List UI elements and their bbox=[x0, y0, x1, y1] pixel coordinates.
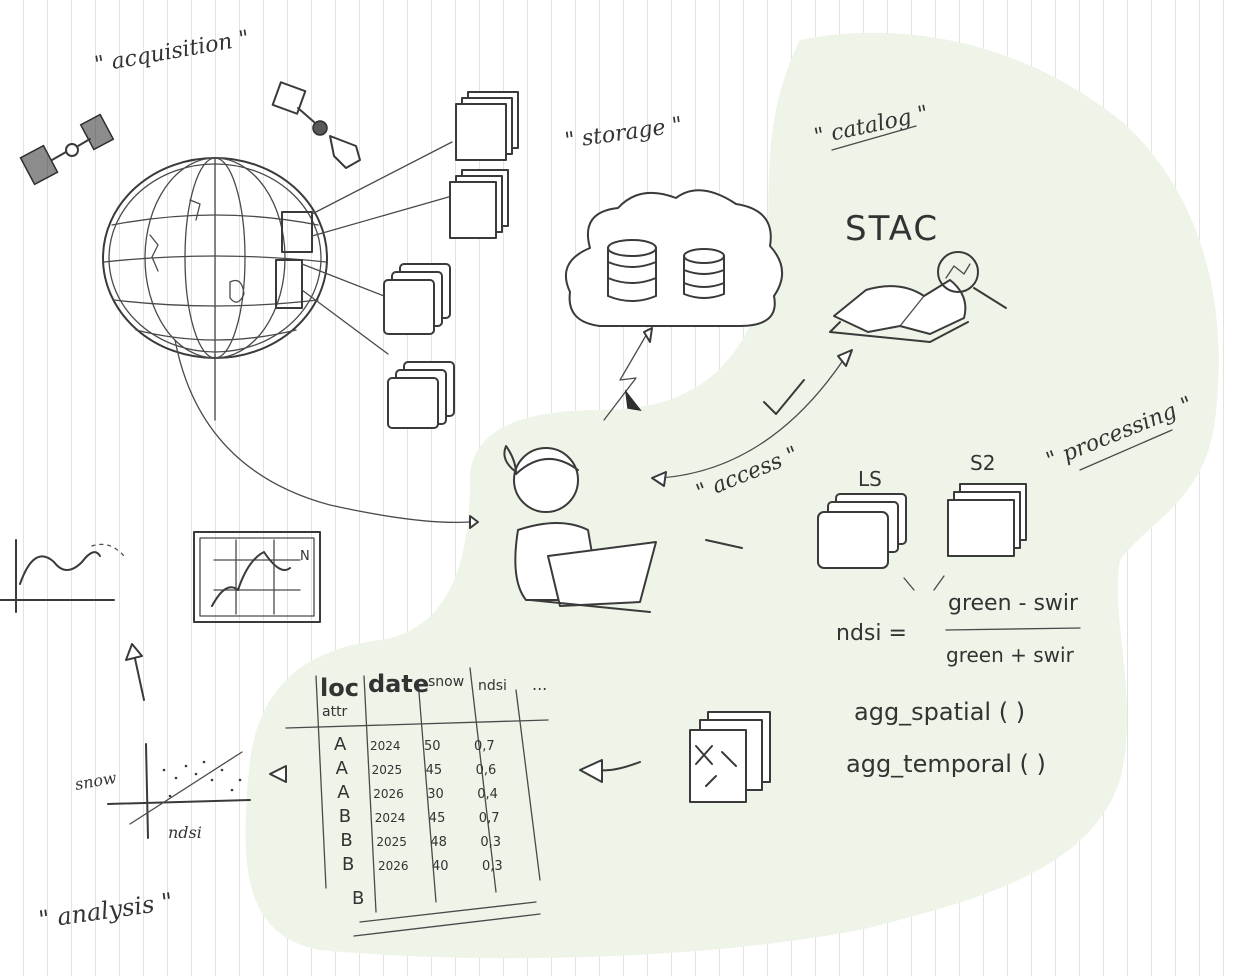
database-icon bbox=[683, 248, 725, 299]
table-cell: 2026 bbox=[378, 859, 409, 873]
table-cell: B bbox=[340, 830, 352, 851]
database-icon bbox=[607, 239, 657, 302]
table-header-snow: snow bbox=[428, 674, 464, 690]
scatter-point bbox=[230, 788, 234, 792]
table-cell: 0,7 bbox=[474, 739, 495, 754]
magnifier-icon bbox=[937, 251, 1007, 309]
table-header-more: ... bbox=[532, 675, 547, 694]
table-cell: 45 bbox=[426, 763, 443, 778]
table-cell: 48 bbox=[430, 835, 447, 850]
table-cell: 0,3 bbox=[482, 859, 503, 874]
scatter-point bbox=[220, 768, 224, 772]
table-cell: A bbox=[336, 758, 349, 779]
map-north-label: N bbox=[300, 549, 310, 564]
table-header-loc: loc bbox=[320, 674, 359, 702]
scatter-point bbox=[202, 760, 206, 764]
table-cell: A bbox=[337, 782, 350, 803]
table-cell: 2025 bbox=[372, 763, 403, 777]
table-cell: 50 bbox=[424, 739, 441, 754]
globe-icon bbox=[102, 157, 479, 529]
table-extra-row-loc: B bbox=[352, 888, 364, 909]
result-table bbox=[285, 667, 549, 937]
stac-title: STAC bbox=[845, 209, 939, 249]
file-stack-2 bbox=[449, 169, 509, 239]
file-stack-3 bbox=[383, 263, 451, 335]
collection-ls-label: LS bbox=[858, 467, 882, 491]
scatter-xlabel: ndsi bbox=[168, 823, 202, 842]
person-laptop-icon bbox=[503, 445, 657, 613]
table-cell: 0,6 bbox=[476, 763, 497, 778]
function-agg-temporal: agg_temporal ( ) bbox=[846, 750, 1046, 778]
satellite-icon bbox=[271, 81, 361, 169]
scatter-ylabel: snow bbox=[73, 768, 118, 794]
up-arrow bbox=[133, 653, 145, 701]
scatter-point bbox=[210, 778, 214, 782]
file-stack-1 bbox=[455, 91, 519, 161]
scatter-point bbox=[194, 772, 198, 776]
collection-ls-stack bbox=[817, 493, 907, 569]
table-cell: 0,7 bbox=[479, 811, 500, 826]
table-header-attr: attr bbox=[322, 704, 348, 720]
table-cell: 0,3 bbox=[480, 835, 501, 850]
satellite-icon bbox=[19, 113, 115, 186]
transfer-arrow bbox=[603, 331, 649, 421]
file-stack-4 bbox=[387, 361, 455, 429]
table-cell: 45 bbox=[429, 811, 446, 826]
ndsi-numerator: green - swir bbox=[948, 591, 1079, 616]
ndsi-lhs: ndsi = bbox=[836, 621, 907, 646]
table-cell: 2026 bbox=[373, 787, 404, 801]
scatter-point bbox=[174, 776, 178, 780]
scatter-point bbox=[168, 794, 172, 798]
scatter-point bbox=[238, 778, 242, 782]
checkmark-icon bbox=[763, 379, 805, 415]
label-analysis: " analysis " bbox=[37, 887, 175, 934]
table-header-date: date bbox=[368, 670, 429, 698]
table-cell: 2024 bbox=[375, 811, 406, 825]
processed-files bbox=[689, 711, 771, 803]
access-arrow bbox=[659, 355, 847, 479]
scatter-point bbox=[184, 764, 188, 768]
map-sketch: N bbox=[193, 531, 321, 623]
table-cell: 0,4 bbox=[477, 787, 498, 802]
table-cell: 30 bbox=[427, 787, 444, 802]
table-cell: 40 bbox=[432, 859, 449, 874]
table-header-ndsi: ndsi bbox=[478, 678, 507, 694]
line-chart-sketch bbox=[0, 539, 125, 613]
label-acquisition: " acquisition " bbox=[93, 26, 252, 78]
table-cell: B bbox=[339, 806, 351, 827]
collection-s2-label: S2 bbox=[970, 451, 995, 475]
book-icon bbox=[829, 279, 969, 343]
ndsi-denominator: green + swir bbox=[946, 643, 1075, 667]
table-cell: 2025 bbox=[376, 835, 407, 849]
collection-s2-stack bbox=[947, 483, 1027, 557]
table-cell: A bbox=[334, 734, 347, 755]
label-storage: " storage " bbox=[563, 113, 684, 154]
cloud-storage-icon bbox=[565, 189, 783, 327]
function-agg-spatial: agg_spatial ( ) bbox=[854, 698, 1025, 726]
scatter-plot-sketch bbox=[107, 743, 251, 839]
table-cell: B bbox=[342, 854, 354, 875]
scatter-point bbox=[162, 768, 166, 772]
table-cell: 2024 bbox=[370, 739, 401, 753]
